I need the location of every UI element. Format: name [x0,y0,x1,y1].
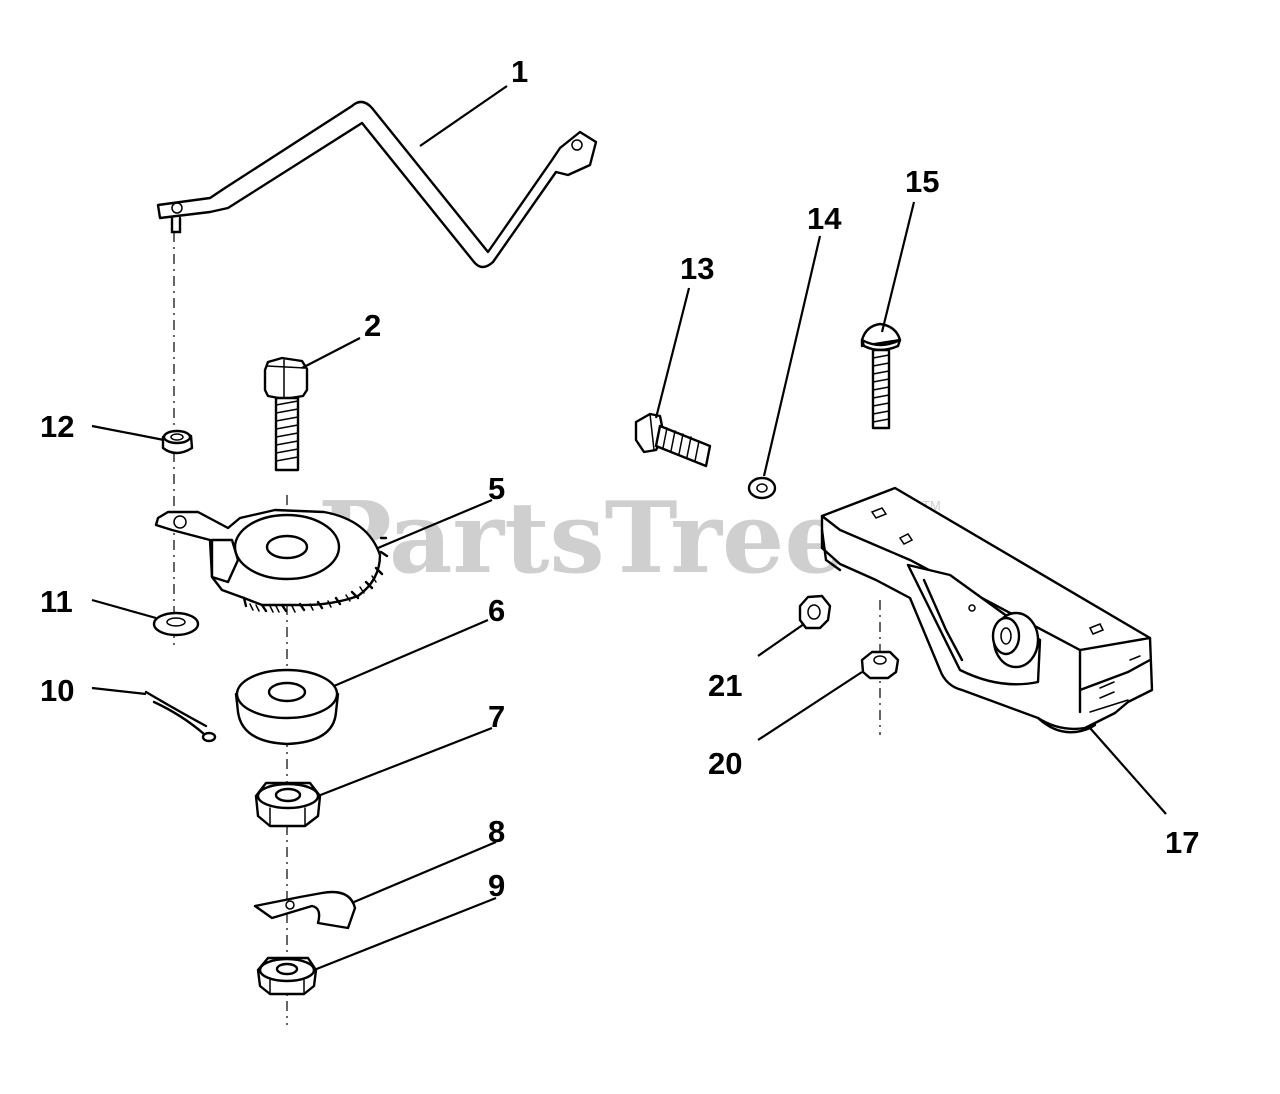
part-21-nut[interactable] [798,594,832,630]
leader-10 [91,686,147,696]
callout-17: 17 [1165,825,1199,860]
part-15-carriage-bolt[interactable] [860,322,902,430]
callout-2: 2 [364,308,381,343]
callout-12: 12 [40,409,74,444]
part-17-bracket[interactable] [820,486,1154,734]
callout-20: 20 [708,746,742,781]
part-9-hex-nut[interactable] [256,956,318,996]
part-11-washer[interactable] [152,611,200,637]
leader-11 [91,598,157,620]
part-13-hex-bolt[interactable] [634,412,712,468]
part-7-hex-nut[interactable] [254,781,322,828]
callout-1: 1 [511,54,528,89]
leader-1 [419,85,508,147]
leader-8 [353,840,497,904]
parts-tree-watermark: PartsTree TM [318,481,941,596]
callout-11: 11 [40,584,73,619]
leader-20 [757,671,863,741]
callout-15: 15 [905,164,939,199]
callout-5: 5 [488,471,505,506]
callout-9: 9 [488,868,505,903]
leader-21 [757,623,805,657]
part-1-control-rod[interactable] [156,100,598,269]
leader-5 [377,498,493,550]
leader-15 [880,201,916,333]
leader-12 [91,424,165,442]
part-8-clip[interactable] [253,890,357,930]
leader-lines [91,85,1167,972]
leader-14 [762,235,822,477]
callout-labels: 1 2 5 6 7 8 9 10 11 12 13 14 15 17 20 21 [40,54,1199,903]
leader-17 [1089,727,1167,815]
part-14-washer[interactable] [747,476,777,500]
leader-9 [313,896,497,972]
watermark-text: PartsTree [318,481,847,596]
leader-2 [301,337,361,369]
part-20-nut[interactable] [860,650,900,680]
callout-10: 10 [40,673,74,708]
part-2-hex-bolt[interactable] [263,356,309,472]
callout-13: 13 [680,251,714,286]
callout-6: 6 [488,593,505,628]
part-12-nut[interactable] [161,429,194,455]
leader-7 [317,726,493,798]
callout-21: 21 [708,668,742,703]
callout-14: 14 [807,201,842,236]
part-10-cotter-pin[interactable] [144,690,217,743]
part-5-idler-bracket[interactable] [154,508,389,613]
part-6-flat-washer[interactable] [234,668,340,746]
callout-8: 8 [488,814,505,849]
callout-7: 7 [488,699,505,734]
leader-6 [333,618,489,688]
leader-13 [654,287,691,419]
